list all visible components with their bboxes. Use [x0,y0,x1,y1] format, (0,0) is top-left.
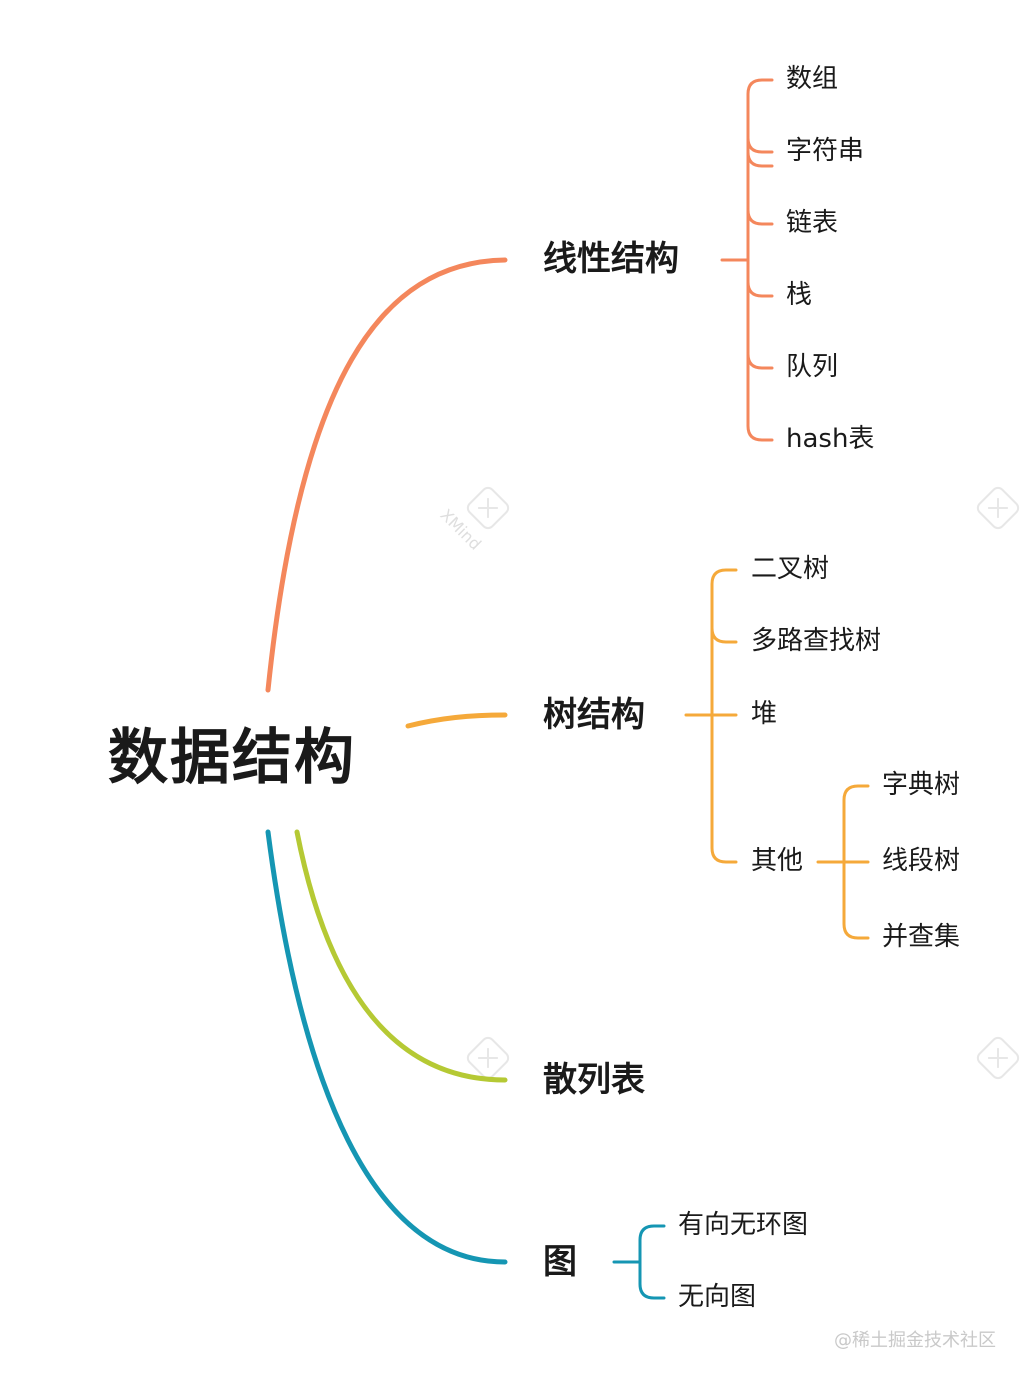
topic-linear-structure: 线性结构 [543,239,679,279]
topic-graph: 图 [543,1242,577,1282]
subtopic-linked-list: 链表 [786,208,839,238]
bracket-graph [612,1224,666,1300]
subtopic-heap: 堆 [751,699,778,729]
subtopic-array: 数组 [786,64,839,94]
root-topic: 数据结构 [108,723,356,793]
bracket-other [816,784,870,940]
subtopic-hash-table: hash表 [786,424,875,454]
subtopic-string: 字符串 [786,136,865,166]
branch-line-hash [294,829,508,1083]
subtopic-segment-tree: 线段树 [882,846,961,876]
subtopic-queue: 队列 [786,352,839,382]
subtopic-undirected-graph: 无向图 [678,1282,757,1312]
topic-tree-structure: 树结构 [543,695,645,735]
subtopic-dag: 有向无环图 [678,1210,809,1240]
xmind-watermark-logos [466,486,1020,1080]
bracket-tree [684,568,738,864]
subtopic-binary-tree: 二叉树 [751,554,830,584]
subtopic-union-find: 并查集 [882,922,961,952]
branch-line-linear [265,257,508,693]
topic-hash-table: 散列表 [543,1060,645,1100]
subtopic-stack: 栈 [786,280,813,310]
subtopic-other: 其他 [751,846,804,876]
branch-line-graph [265,829,508,1265]
subtopic-trie: 字典树 [882,770,961,800]
branch-line-tree [405,712,508,729]
subtopic-multiway-search-tree: 多路查找树 [751,626,882,656]
juejin-watermark: @稀土掘金技术社区 [834,1330,996,1351]
bracket-linear [720,78,774,442]
